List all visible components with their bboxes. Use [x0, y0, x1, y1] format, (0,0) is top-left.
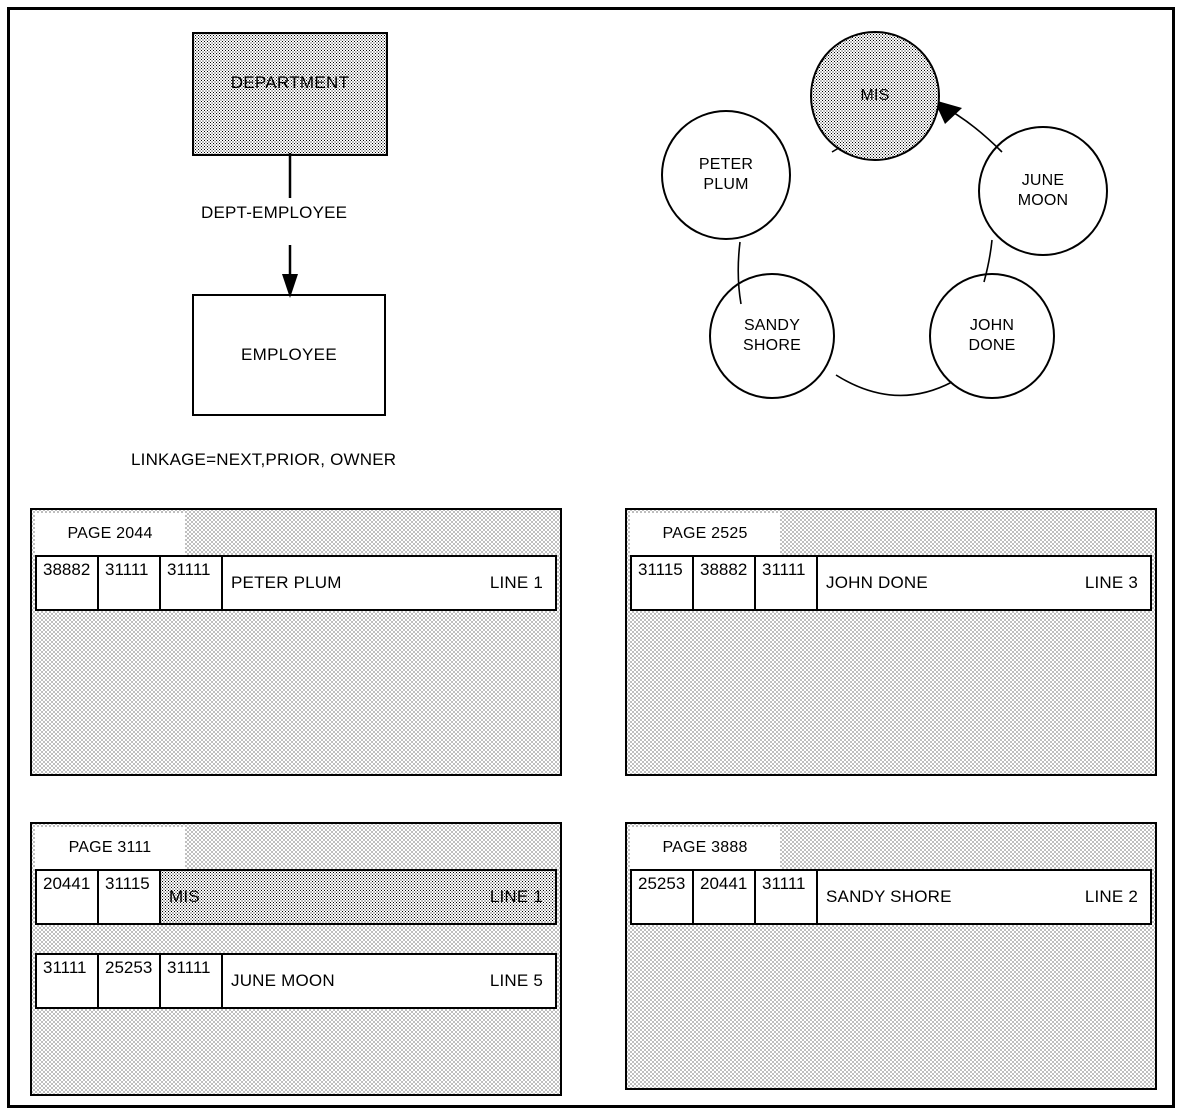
record-line: LINE 1	[489, 573, 543, 592]
page-free-space	[630, 925, 1152, 1085]
pointer-cell-next: 38882	[37, 557, 99, 609]
pointer-cell-prior: 25253	[99, 955, 161, 1007]
june-line1: JUNE	[1021, 172, 1065, 189]
occurrence-node-peter-plum: PETER PLUM	[661, 110, 791, 240]
page-header-label-2044: PAGE 2044	[35, 513, 185, 555]
record-line: LINE 5	[489, 971, 543, 990]
record-data-cell: JOHN DONE LINE 3	[818, 557, 1150, 609]
page-free-space	[35, 1009, 557, 1091]
occurrence-node-peter-plum-label: PETER PLUM	[699, 155, 753, 195]
record-line: LINE 1	[489, 887, 543, 906]
record-line: LINE 2	[1084, 887, 1138, 906]
pointer-cell-prior: 38882	[694, 557, 756, 609]
sandy-line1: SANDY	[743, 317, 801, 334]
record-row: 25253 20441 31111 SANDY SHORE LINE 2	[630, 869, 1152, 925]
dept-employee-connector	[282, 153, 298, 298]
page-header-3888: PAGE 3888	[630, 827, 1152, 869]
page-free-space	[35, 611, 557, 771]
record-name: SANDY SHORE	[826, 887, 952, 906]
page-border	[7, 7, 1175, 1108]
department-label: DEPARTMENT	[230, 73, 350, 92]
pointer-cell-prior: 20441	[694, 871, 756, 923]
john-line2: DONE	[968, 337, 1016, 354]
sandy-line2: SHORE	[743, 337, 801, 354]
occurrence-node-mis: MIS	[810, 31, 940, 161]
occurrence-node-june-moon: JUNE MOON	[978, 126, 1108, 256]
page-header-3111: PAGE 3111	[35, 827, 557, 869]
record-name: PETER PLUM	[231, 573, 342, 592]
page-free-space	[630, 611, 1152, 771]
occurrence-node-mis-label: MIS	[860, 87, 890, 104]
employee-label: EMPLOYEE	[241, 345, 337, 364]
record-name: JUNE MOON	[231, 971, 335, 990]
page-block-2044: PAGE 2044 38882 31111 31111 PETER PLUM L…	[30, 508, 562, 776]
june-line2: MOON	[1017, 192, 1069, 209]
record-name: JOHN DONE	[826, 573, 928, 592]
pointer-cell-next: 31115	[632, 557, 694, 609]
employee-record-box: EMPLOYEE	[192, 294, 386, 416]
linkage-label: LINKAGE=NEXT,PRIOR, OWNER	[131, 450, 397, 469]
page-header-2044: PAGE 2044	[35, 513, 557, 555]
page-free-space-mid	[35, 925, 557, 953]
peter-line1: PETER	[698, 156, 754, 173]
link-sandy-john	[835, 374, 953, 397]
pointer-cell-next: 31111	[37, 955, 99, 1007]
pointer-cell-owner: 31111	[161, 955, 223, 1007]
page-block-3111: PAGE 3111 20441 31115 MIS LINE 1 31111 2…	[30, 822, 562, 1096]
record-row: 31111 25253 31111 JUNE MOON LINE 5	[35, 953, 557, 1009]
pointer-cell-next: 25253	[632, 871, 694, 923]
record-name: MIS	[169, 887, 200, 906]
pointer-cell-prior: 31111	[99, 557, 161, 609]
record-data-cell: PETER PLUM LINE 1	[223, 557, 555, 609]
page-block-2525: PAGE 2525 31115 38882 31111 JOHN DONE LI…	[625, 508, 1157, 776]
occurrence-node-john-done: JOHN DONE	[929, 273, 1055, 399]
occurrence-node-john-done-label: JOHN DONE	[968, 316, 1015, 356]
occurrence-node-sandy-shore-label: SANDY SHORE	[743, 316, 801, 356]
record-line: LINE 3	[1084, 573, 1138, 592]
page-block-3888: PAGE 3888 25253 20441 31111 SANDY SHORE …	[625, 822, 1157, 1090]
department-record-box: DEPARTMENT	[192, 32, 388, 156]
record-row: 31115 38882 31111 JOHN DONE LINE 3	[630, 555, 1152, 611]
page-header-label-3111: PAGE 3111	[35, 827, 185, 869]
set-name-label: DEPT-EMPLOYEE	[201, 203, 348, 222]
pointer-cell-owner: 31111	[756, 557, 818, 609]
occurrence-node-sandy-shore: SANDY SHORE	[709, 273, 835, 399]
record-data-cell: JUNE MOON LINE 5	[223, 955, 555, 1007]
record-data-cell: SANDY SHORE LINE 2	[818, 871, 1150, 923]
pointer-cell-prior: 31115	[99, 871, 161, 923]
page-header-label-2525: PAGE 2525	[630, 513, 780, 555]
pointer-cell-owner: 31111	[756, 871, 818, 923]
pointer-cell-next: 20441	[37, 871, 99, 923]
occurrence-node-june-moon-label: JUNE MOON	[1018, 171, 1069, 211]
page-header-label-3888: PAGE 3888	[630, 827, 780, 869]
ring-arrowhead	[934, 100, 962, 124]
john-line1: JOHN	[969, 317, 1015, 334]
record-row: 20441 31115 MIS LINE 1	[35, 869, 557, 925]
page-header-2525: PAGE 2525	[630, 513, 1152, 555]
peter-line2: PLUM	[703, 176, 749, 193]
pointer-cell-owner: 31111	[161, 557, 223, 609]
record-data-cell-owner: MIS LINE 1	[161, 871, 555, 923]
record-row: 38882 31111 31111 PETER PLUM LINE 1	[35, 555, 557, 611]
